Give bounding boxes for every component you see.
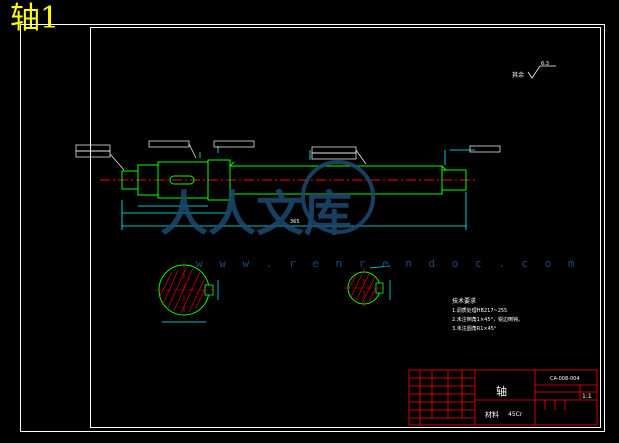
part-name: 轴	[496, 385, 507, 398]
roughness-symbol	[527, 65, 556, 79]
section-right	[344, 265, 391, 308]
material-label: 材料	[485, 411, 499, 419]
technical-requirements: 技术要求 1.调质处理HB217~255 2.未注倒角1×45°，锐边倒钝。 3…	[452, 296, 523, 332]
tech-req-item: 1.调质处理HB217~255	[452, 308, 508, 314]
watermark-logo: 人人文库	[160, 160, 375, 242]
tech-req-item: 2.未注倒角1×45°，锐边倒钝。	[452, 317, 524, 323]
outer-border	[20, 24, 605, 432]
tech-req-item: 3.未注圆角R1×45°	[452, 326, 497, 332]
tech-req-heading: 技术要求	[452, 298, 477, 305]
svg-text:人人文库: 人人文库	[160, 186, 352, 242]
roughness-value: 6.3	[541, 61, 549, 67]
scale-value: 1:1	[582, 393, 592, 400]
dimension-lines	[121, 146, 475, 230]
section-left	[155, 262, 219, 323]
total-length-dim: 365	[290, 219, 300, 225]
shaft-outline	[121, 159, 467, 201]
roughness-label: 其余	[512, 71, 524, 79]
inner-border	[90, 27, 601, 428]
watermark-site: w w w . r e n r e n d o c . c o m	[196, 257, 580, 270]
tolerance-frames	[75, 140, 501, 171]
material-value: 45Cr	[508, 411, 523, 418]
title-block-frame	[408, 369, 598, 426]
drawing-title: 轴1	[10, 1, 60, 36]
drawing-number: CA-008-004	[550, 376, 580, 382]
